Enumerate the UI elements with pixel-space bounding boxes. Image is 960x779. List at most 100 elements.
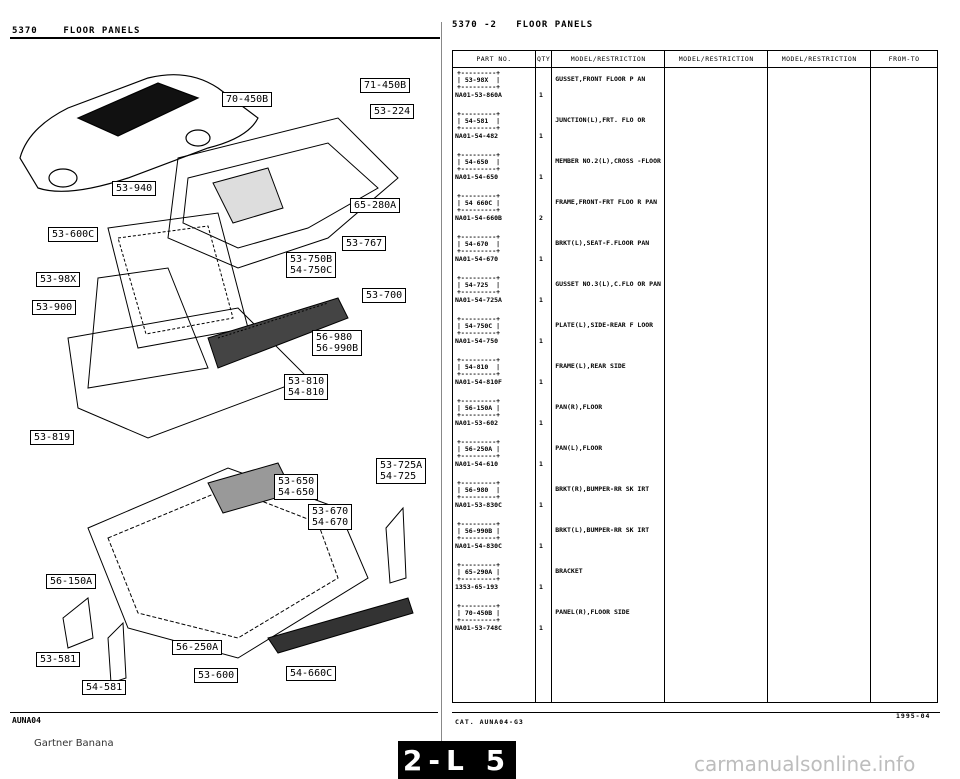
callout-53-725a-54-725: 53-725A 54-725 bbox=[376, 458, 427, 484]
callout-54-810: 54-810 bbox=[288, 387, 325, 398]
callout-53-810-54-810: 53-810 54-810 bbox=[284, 374, 329, 400]
col-model-restriction-2: MODEL/RESTRICTION bbox=[664, 50, 769, 68]
description: BRKT(L),SEAT-F.FLOOR PAN bbox=[555, 239, 650, 247]
description: FRAME,FRONT-FRT FLOO R PAN bbox=[555, 198, 657, 206]
callout-54-581: 54-581 bbox=[82, 680, 127, 695]
description: FRAME(L),REAR SIDE bbox=[555, 362, 626, 370]
parts-table: PART NO. QTY MODEL/RESTRICTION MODEL/RES… bbox=[452, 50, 938, 703]
part-ref-box: +---------+ | 54-725 | +---------+ bbox=[457, 274, 501, 296]
description: PAN(L),FLOOR bbox=[555, 444, 603, 452]
part-number: NA01-54-650 bbox=[455, 173, 499, 181]
description: PANEL(R),FLOOR SIDE bbox=[555, 608, 630, 616]
part-ref-box: +---------+ | 54 660C | +---------+ bbox=[457, 192, 501, 214]
table-row: +---------+ | 56-980 | +---------+NA01-5… bbox=[452, 478, 938, 519]
table-row-empty bbox=[452, 642, 938, 703]
floor-assembly-icon bbox=[67, 117, 399, 439]
part-ref-box: +---------+ | 56-990B | +---------+ bbox=[457, 520, 501, 542]
description: BRACKET bbox=[555, 567, 583, 575]
callout-53-581: 53-581 bbox=[36, 652, 81, 667]
callout-53-750b: 53-750B bbox=[290, 254, 333, 265]
col-model-restriction-3: MODEL/RESTRICTION bbox=[767, 50, 872, 68]
callout-56-990b: 56-990B bbox=[316, 343, 359, 354]
table-row: +---------+ | 54-581 | +---------+NA01-5… bbox=[452, 109, 938, 150]
callout-54-725: 54-725 bbox=[380, 471, 417, 482]
callout-65-280a: 65-280A bbox=[350, 198, 401, 213]
callout-56-150a: 56-150A bbox=[46, 574, 97, 589]
watermark: carmanualsonline.info bbox=[694, 752, 916, 776]
col-qty: QTY bbox=[534, 50, 553, 68]
part-ref-box: +---------+ | 54-670 | +---------+ bbox=[457, 233, 501, 255]
callout-54-660c: 54-660C bbox=[286, 666, 337, 681]
page-number-badge: 2-L 5 bbox=[398, 741, 516, 779]
callout-53-650: 53-650 bbox=[278, 476, 315, 487]
quantity: 1 bbox=[539, 419, 543, 427]
quantity: 2 bbox=[539, 214, 543, 222]
part-number: NA01-54-750 bbox=[455, 337, 499, 345]
description: BRKT(R),BUMPER-RR SK IRT bbox=[555, 485, 650, 493]
table-row: +---------+ | 54 660C | +---------+NA01-… bbox=[452, 191, 938, 232]
col-part-no: PART NO. bbox=[452, 50, 536, 68]
left-header-title: FLOOR PANELS bbox=[63, 26, 141, 36]
right-header: 5370 -2 FLOOR PANELS bbox=[452, 20, 593, 30]
lower-floor-pan-icon bbox=[62, 462, 414, 684]
left-header-code: 5370 bbox=[12, 26, 38, 36]
quantity: 1 bbox=[539, 460, 543, 468]
part-number: NA01-54-810F bbox=[455, 378, 502, 386]
callout-53-810: 53-810 bbox=[288, 376, 325, 387]
table-row: +---------+ | 70-450B | +---------+NA01-… bbox=[452, 601, 938, 642]
description: PLATE(L),SIDE-REAR F LOOR bbox=[555, 321, 654, 329]
callout-53-819: 53-819 bbox=[30, 430, 75, 445]
callout-56-980-56-990b: 56-980 56-990B bbox=[312, 330, 363, 356]
left-footer-rule bbox=[10, 712, 438, 713]
right-footer-rule bbox=[452, 712, 940, 713]
part-number: NA01-54-610 bbox=[455, 460, 499, 468]
part-number: NA01-53-748C bbox=[455, 624, 502, 632]
callout-56-250a: 56-250A bbox=[172, 640, 223, 655]
col-from-to: FROM-TO bbox=[870, 50, 938, 68]
callout-53-940: 53-940 bbox=[112, 181, 157, 196]
quantity: 1 bbox=[539, 542, 543, 550]
callout-53-725a: 53-725A bbox=[380, 460, 423, 471]
callout-53-670: 53-670 bbox=[312, 506, 349, 517]
callout-53-600: 53-600 bbox=[194, 668, 239, 683]
part-number: NA01-53-830C bbox=[455, 501, 502, 509]
callout-53-224: 53-224 bbox=[370, 104, 415, 119]
part-ref-box: +---------+ | 56-150A | +---------+ bbox=[457, 397, 501, 419]
callout-53-670-54-670: 53-670 54-670 bbox=[308, 504, 353, 530]
part-number: NA01-54-660B bbox=[455, 214, 502, 222]
callout-53-750b-54-750c: 53-750B 54-750C bbox=[286, 252, 337, 278]
right-header-code: 5370 -2 bbox=[452, 20, 497, 30]
callout-54-750c: 54-750C bbox=[290, 265, 333, 276]
table-row: +---------+ | 54-670 | +---------+NA01-5… bbox=[452, 232, 938, 273]
description: JUNCTION(L),FRT. FLO OR bbox=[555, 116, 646, 124]
callout-56-980: 56-980 bbox=[316, 332, 353, 343]
table-row: +---------+ | 54-750C | +---------+NA01-… bbox=[452, 314, 938, 355]
quantity: 1 bbox=[539, 91, 543, 99]
col-model-restriction-1: MODEL/RESTRICTION bbox=[551, 50, 666, 68]
description: GUSSET NO.3(L),C.FLO OR PAN bbox=[555, 280, 661, 288]
part-ref-box: +---------+ | 53-98X | +---------+ bbox=[457, 69, 501, 91]
table-row: +---------+ | 54-810 | +---------+NA01-5… bbox=[452, 355, 938, 396]
part-number: NA01-53-602 bbox=[455, 419, 499, 427]
quantity: 1 bbox=[539, 337, 543, 345]
part-ref-box: +---------+ | 54-810 | +---------+ bbox=[457, 356, 501, 378]
part-number: NA01-53-860A bbox=[455, 91, 502, 99]
quantity: 1 bbox=[539, 624, 543, 632]
table-row: +---------+ | 56-250A | +---------+NA01-… bbox=[452, 437, 938, 478]
description: GUSSET,FRONT FLOOR P AN bbox=[555, 75, 646, 83]
callout-53-767: 53-767 bbox=[342, 236, 387, 251]
description: MEMBER NO.2(L),CROSS -FLOOR bbox=[555, 157, 661, 165]
table-row: +---------+ | 56-990B | +---------+NA01-… bbox=[452, 519, 938, 560]
part-number: NA01-54-830C bbox=[455, 542, 502, 550]
table-row: +---------+ | 56-150A | +---------+NA01-… bbox=[452, 396, 938, 437]
callout-71-450b: 71-450B bbox=[360, 78, 411, 93]
callout-53-650-54-650: 53-650 54-650 bbox=[274, 474, 319, 500]
quantity: 1 bbox=[539, 501, 543, 509]
description: BRKT(L),BUMPER-RR SK IRT bbox=[555, 526, 650, 534]
part-ref-box: +---------+ | 56-980 | +---------+ bbox=[457, 479, 501, 501]
callout-70-450b: 70-450B bbox=[222, 92, 273, 107]
callout-53-900: 53-900 bbox=[32, 300, 77, 315]
footer-logo: AUNA04 bbox=[12, 716, 41, 725]
quantity: 1 bbox=[539, 132, 543, 140]
table-row: +---------+ | 54-650 | +---------+NA01-5… bbox=[452, 150, 938, 191]
